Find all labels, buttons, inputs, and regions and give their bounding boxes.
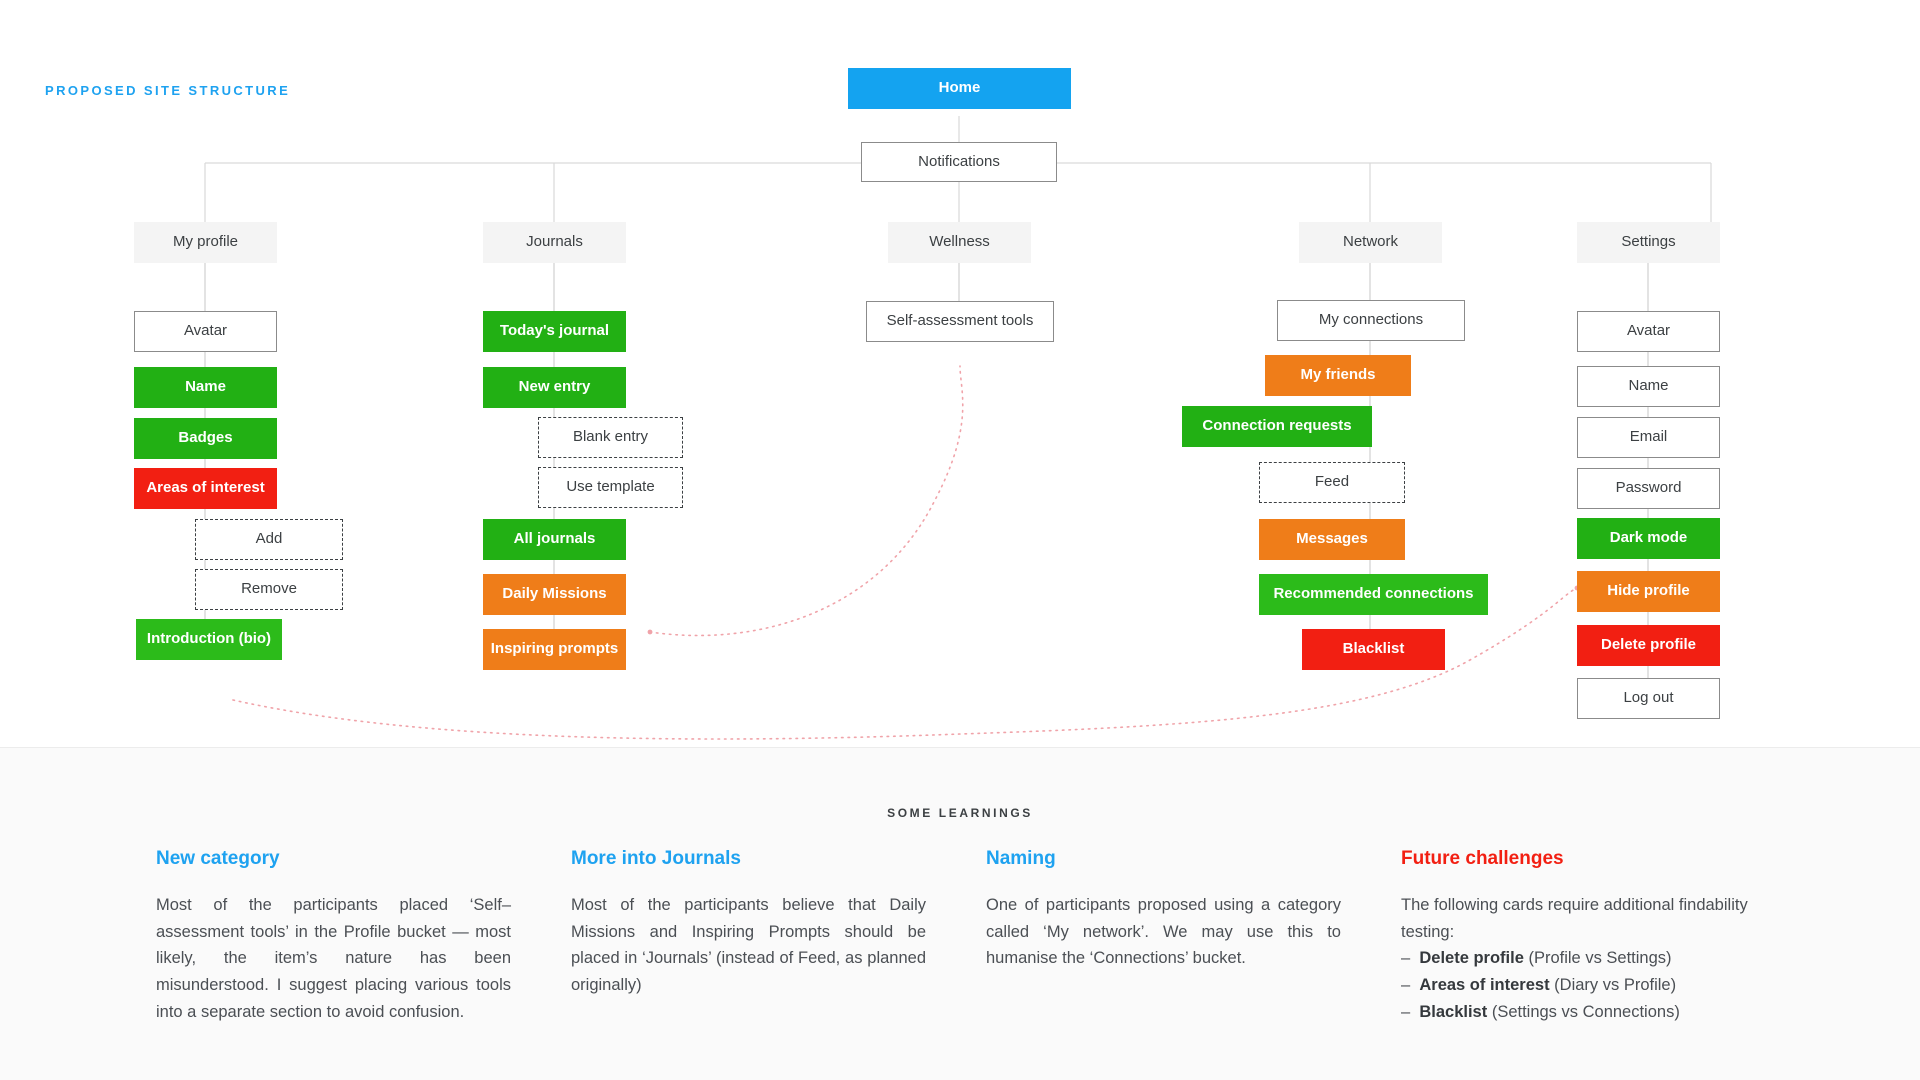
node-network-my-connections[interactable]: My connections (1277, 300, 1465, 341)
learning-card-body: The following cards require additional f… (1401, 896, 1748, 941)
node-my-profile-add[interactable]: Add (195, 519, 343, 560)
future-challenge-item: – Blacklist (Settings vs Connections) (1401, 999, 1756, 1026)
node-settings-delete-profile[interactable]: Delete profile (1577, 625, 1720, 666)
node-network[interactable]: Network (1299, 222, 1442, 263)
bullet-detail: (Settings vs Connections) (1487, 1002, 1680, 1021)
node-settings-dark-mode[interactable]: Dark mode (1577, 518, 1720, 559)
node-journals-blank-entry[interactable]: Blank entry (538, 417, 683, 458)
learning-card-new-category: New category Most of the participants pl… (156, 848, 571, 1026)
node-wellness-self-assessment-tools[interactable]: Self-assessment tools (866, 301, 1054, 342)
site-structure-diagram: PROPOSED SITE STRUCTURE Home Notificatio… (45, 68, 1720, 740)
node-network-blacklist[interactable]: Blacklist (1302, 629, 1445, 670)
node-journals-todays-journal[interactable]: Today's journal (483, 311, 626, 352)
learning-card-title: New category (156, 848, 280, 869)
learning-card-body: One of participants proposed using a cat… (986, 896, 1341, 968)
node-settings-avatar[interactable]: Avatar (1577, 311, 1720, 352)
node-my-profile-areas-of-interest[interactable]: Areas of interest (134, 468, 277, 509)
node-settings-hide-profile[interactable]: Hide profile (1577, 571, 1720, 612)
learnings-card-list: New category Most of the participants pl… (156, 848, 1816, 1026)
some-learnings-section: SOME LEARNINGS New category Most of the … (0, 747, 1920, 1080)
learning-card-naming: Naming One of participants proposed usin… (986, 848, 1401, 1026)
node-journals-use-template[interactable]: Use template (538, 467, 683, 508)
node-network-recommended-connections[interactable]: Recommended connections (1259, 574, 1488, 615)
node-settings[interactable]: Settings (1577, 222, 1720, 263)
learning-card-body: Most of the participants placed ‘Self–as… (156, 896, 511, 1021)
node-settings-email[interactable]: Email (1577, 417, 1720, 458)
bullet-detail: (Profile vs Settings) (1523, 949, 1672, 968)
bullet-label: Blacklist (1419, 1002, 1488, 1021)
node-network-connection-requests[interactable]: Connection requests (1182, 406, 1372, 447)
bullet-detail: (Diary vs Profile) (1549, 976, 1677, 995)
node-my-profile-remove[interactable]: Remove (195, 569, 343, 610)
node-network-messages[interactable]: Messages (1259, 519, 1405, 560)
some-learnings-kicker: SOME LEARNINGS (887, 806, 1033, 820)
future-challenges-bullet-list: – Delete profile (Profile vs Settings)– … (1401, 945, 1756, 1025)
bullet-dash: – (1401, 1002, 1420, 1021)
learning-card-body: Most of the participants believe that Da… (571, 896, 926, 995)
node-settings-password[interactable]: Password (1577, 468, 1720, 509)
node-journals-new-entry[interactable]: New entry (483, 367, 626, 408)
bullet-dash: – (1401, 949, 1420, 968)
node-journals-all-journals[interactable]: All journals (483, 519, 626, 560)
learning-card-title: Future challenges (1401, 848, 1564, 869)
node-settings-log-out[interactable]: Log out (1577, 678, 1720, 719)
node-home[interactable]: Home (848, 68, 1071, 109)
bullet-dash: – (1401, 976, 1420, 995)
node-my-profile-introduction-bio[interactable]: Introduction (bio) (136, 619, 282, 660)
node-notifications[interactable]: Notifications (861, 142, 1057, 182)
node-my-profile-name[interactable]: Name (134, 367, 277, 408)
node-journals[interactable]: Journals (483, 222, 626, 263)
node-network-feed[interactable]: Feed (1259, 462, 1405, 503)
node-journals-inspiring-prompts[interactable]: Inspiring prompts (483, 629, 626, 670)
node-network-my-friends[interactable]: My friends (1265, 355, 1411, 396)
node-my-profile-avatar[interactable]: Avatar (134, 311, 277, 352)
learning-card-more-into-journals: More into Journals Most of the participa… (571, 848, 986, 1026)
learning-card-title: Naming (986, 848, 1056, 869)
node-wellness[interactable]: Wellness (888, 222, 1031, 263)
node-my-profile[interactable]: My profile (134, 222, 277, 263)
node-settings-name[interactable]: Name (1577, 366, 1720, 407)
learning-card-title: More into Journals (571, 848, 741, 869)
learning-card-future-challenges: Future challenges The following cards re… (1401, 848, 1816, 1026)
bullet-label: Delete profile (1419, 949, 1524, 968)
node-my-profile-badges[interactable]: Badges (134, 418, 277, 459)
future-challenge-item: – Delete profile (Profile vs Settings) (1401, 945, 1756, 972)
node-journals-daily-missions[interactable]: Daily Missions (483, 574, 626, 615)
future-challenge-item: – Areas of interest (Diary vs Profile) (1401, 972, 1756, 999)
bullet-label: Areas of interest (1419, 976, 1550, 995)
proposed-site-structure-kicker: PROPOSED SITE STRUCTURE (45, 83, 291, 98)
